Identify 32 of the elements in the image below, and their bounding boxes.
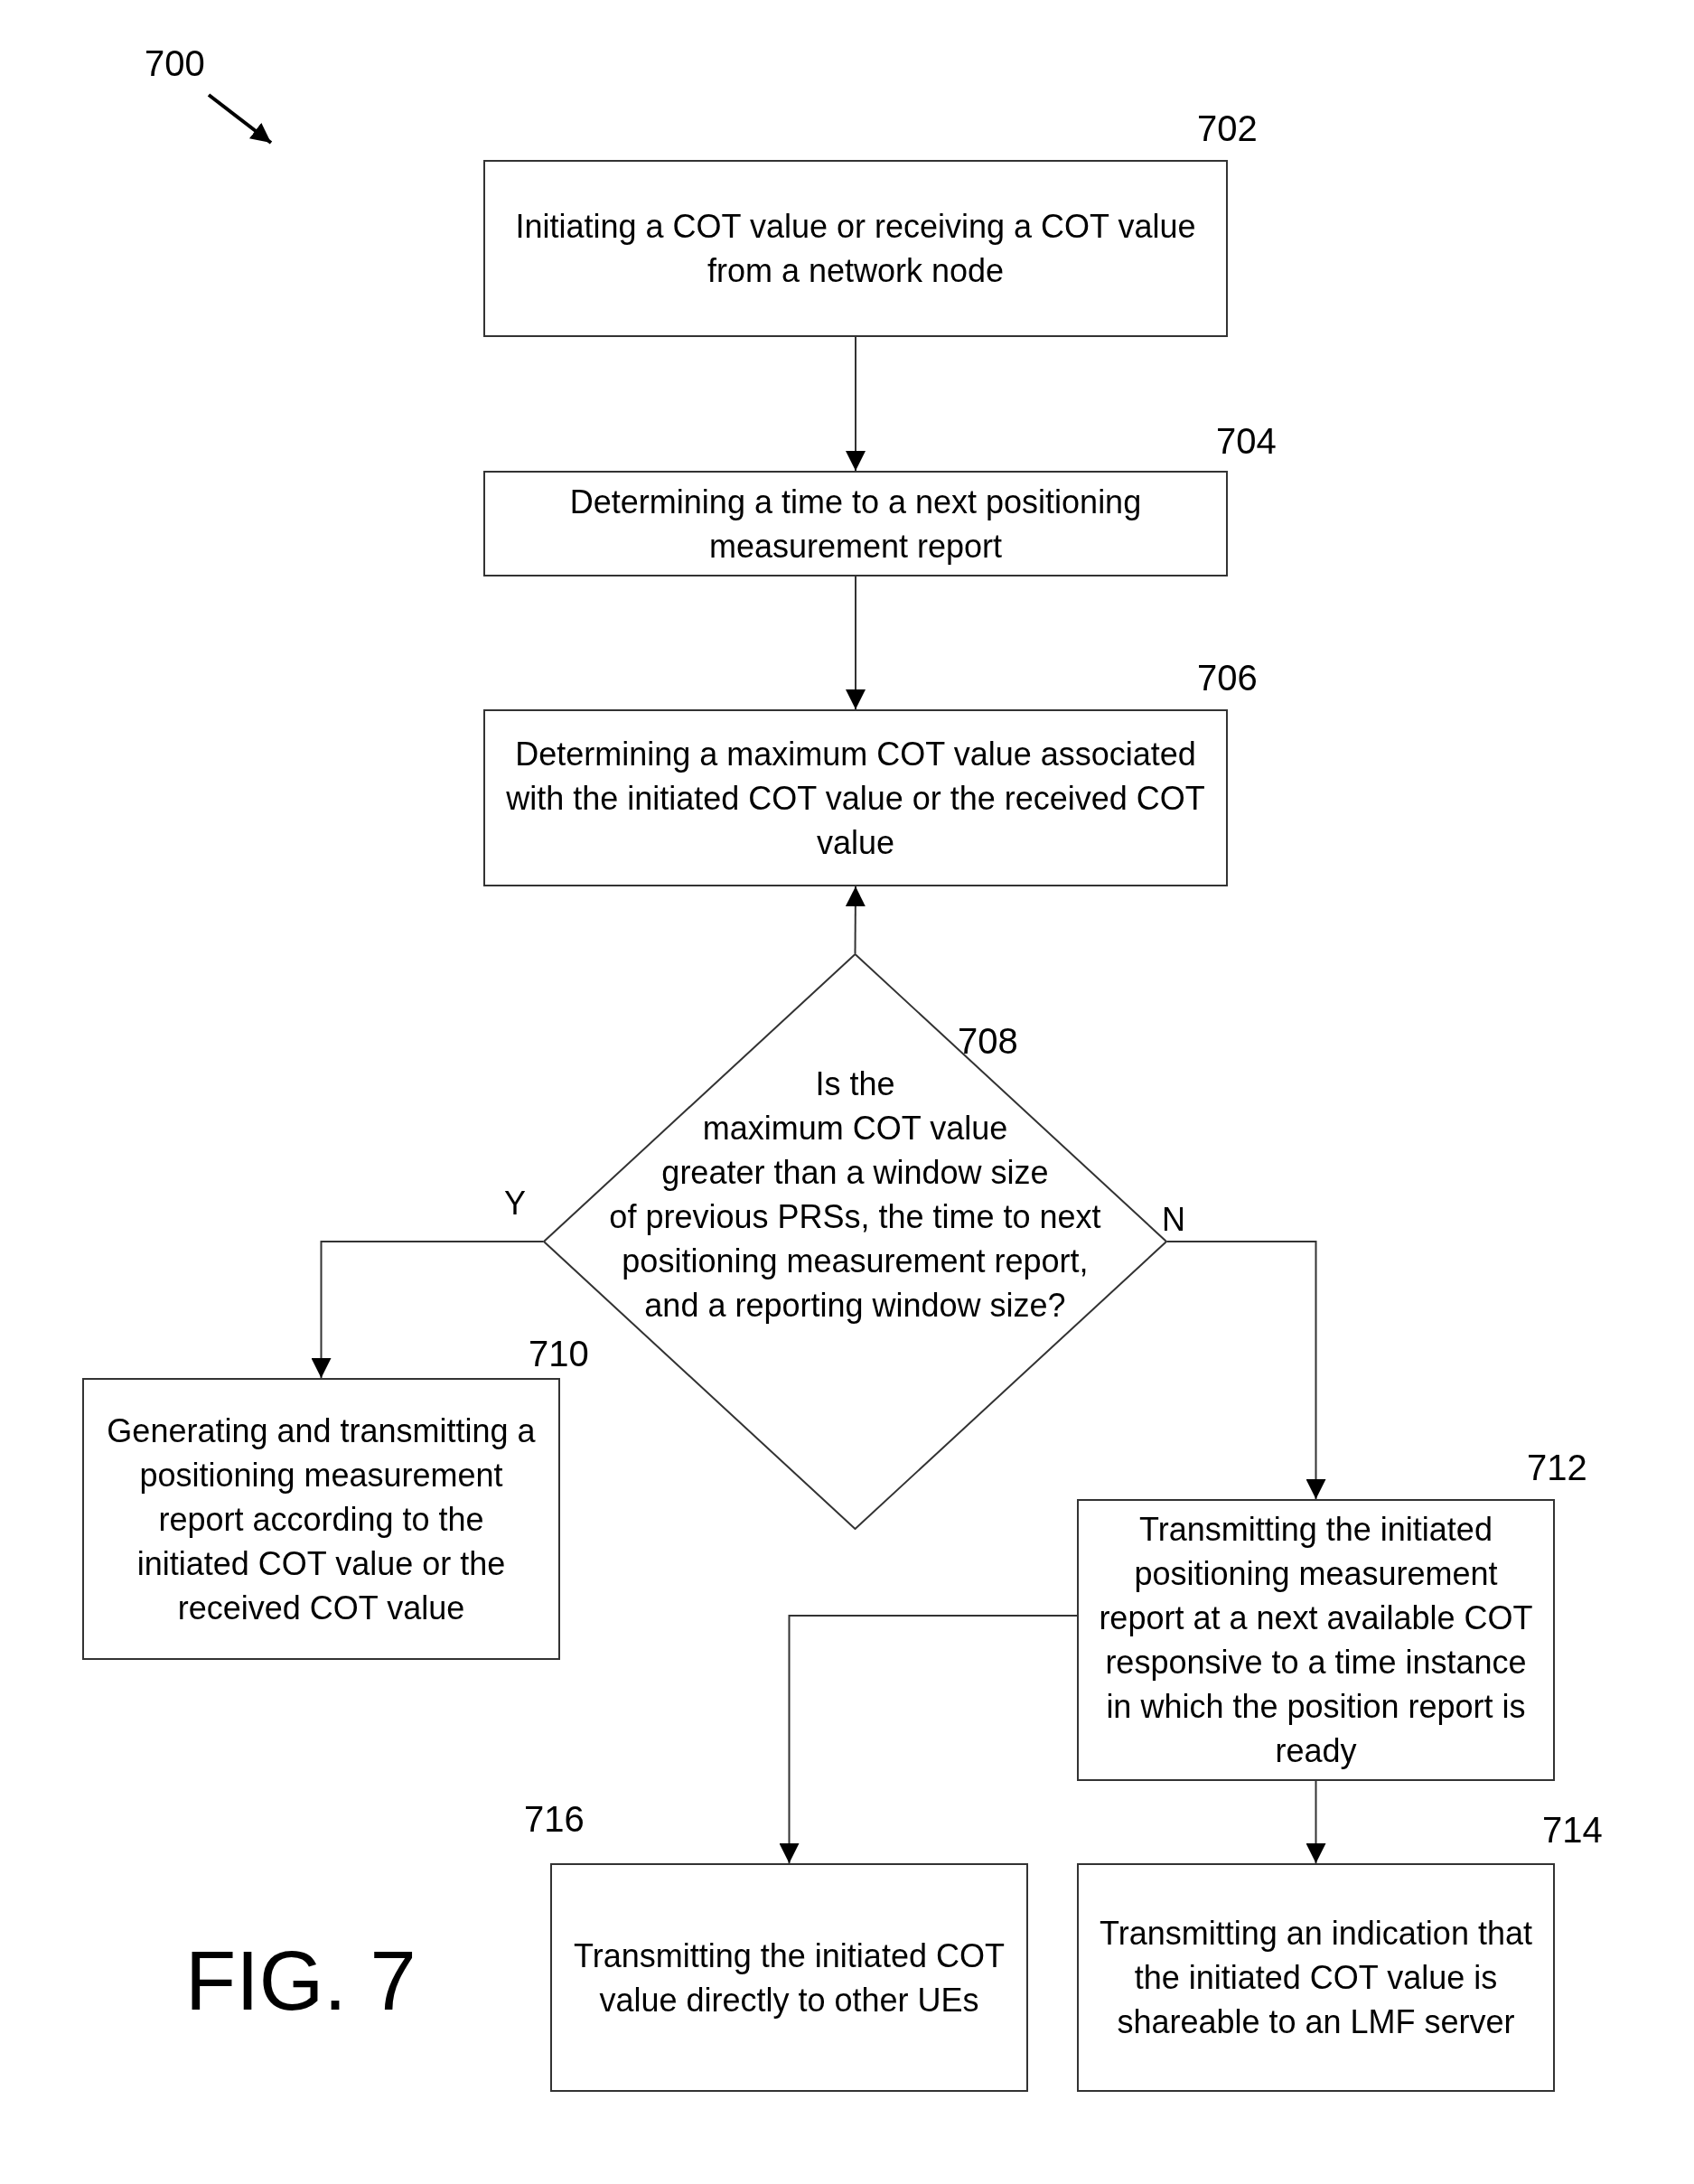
process-box	[550, 1863, 1028, 2092]
process-text: Transmitting an indication that the initiated COT value is shareable to an LMF server	[1099, 1914, 1533, 2042]
process-box	[1077, 1863, 1555, 2092]
process-text: Determining a time to a next positioning measurement report	[568, 482, 1143, 567]
arrow	[311, 1241, 544, 1379]
process-text: Generating and transmitting a positioning measurement report according to the initiated COT value or the received COT value	[106, 1411, 537, 1628]
reference-number: 712	[1527, 1448, 1587, 1488]
process-box	[483, 471, 1228, 576]
arrow	[1306, 1780, 1326, 1864]
decision-text: Is the maximum COT value greater than a window size of previous PRSs, the time to next positioning measurement report, and a reporting window size?	[609, 1065, 1101, 1324]
process-box	[82, 1378, 560, 1660]
reference-number: 714	[1542, 1810, 1603, 1851]
process-box	[483, 160, 1228, 337]
reference-number: 706	[1197, 658, 1258, 698]
arrow	[846, 576, 866, 710]
process-box	[483, 709, 1228, 886]
reference-number: 710	[529, 1334, 589, 1374]
process-text: Transmitting the initiated COT value directly to other UEs	[573, 1936, 1006, 2020]
process-text: Initiating a COT value or receiving a COT value from a network node	[514, 207, 1197, 291]
process-box	[1077, 1499, 1555, 1781]
figure-number: 700	[145, 43, 205, 84]
arrow	[846, 336, 866, 472]
arrow	[845, 886, 866, 954]
process-text: Determining a maximum COT value associated with the initiated COT value or the received COT value	[505, 734, 1206, 863]
figure-title: FIG. 7	[185, 1934, 416, 2029]
process-text: Transmitting the initiated positioning measurement report at a next available COT responsive to a time instance in which the position report is ready	[1098, 1510, 1534, 1771]
reference-number: 708	[958, 1021, 1018, 1062]
reference-number: 702	[1197, 108, 1258, 149]
arrow	[1166, 1241, 1326, 1500]
arrow	[779, 1615, 1078, 1864]
reference-number: 716	[524, 1799, 585, 1840]
reference-number: 704	[1216, 421, 1277, 462]
